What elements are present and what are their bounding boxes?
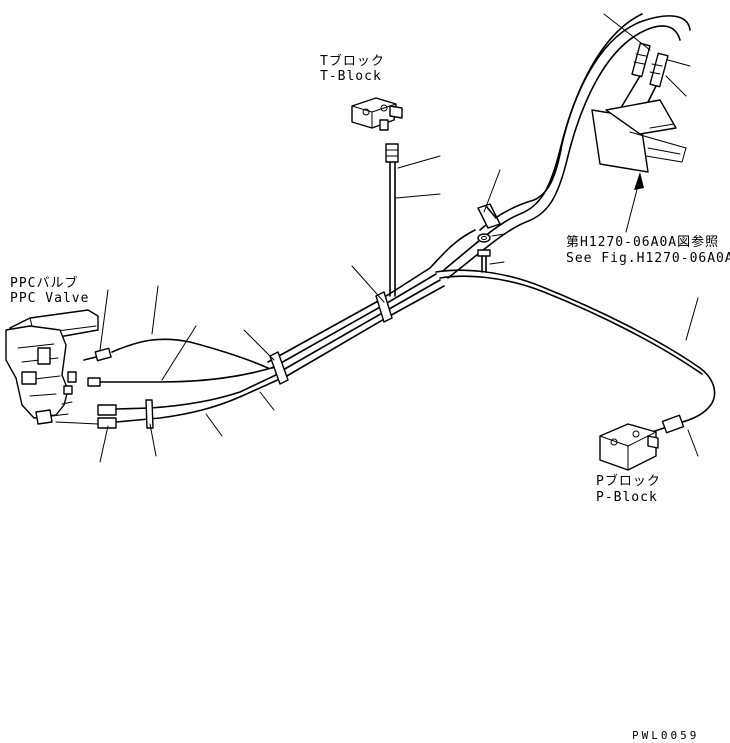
ppc-hoses — [55, 338, 283, 429]
fig-ref-label-en: See Fig.H1270-06A0A — [566, 251, 730, 266]
ppc-valve-label-jp: PPCバルブ — [10, 276, 79, 291]
t-block-label-jp: Tブロック — [320, 54, 385, 69]
p-block-label-en: P-Block — [596, 490, 658, 505]
ppc-valve-label-en: PPC Valve — [10, 291, 90, 306]
leader-lines — [99, 13, 699, 463]
p-block-line — [435, 269, 716, 437]
t-block-label-en: T-Block — [320, 69, 382, 84]
mounting-bracket — [591, 99, 687, 173]
t-block-pipe — [385, 143, 399, 297]
p-block — [599, 423, 659, 471]
drawing-code: PWL0059 — [632, 729, 700, 742]
ppc-valve — [5, 309, 99, 425]
washer-and-bolt — [477, 233, 491, 273]
fig-ref-label-jp: 第H1270-06A0A図参照 — [566, 235, 720, 250]
fig-ref-arrow — [625, 172, 644, 233]
main-line-bundle — [267, 229, 476, 385]
p-block-label-jp: Pブロック — [596, 474, 661, 489]
upper-right-hoses — [443, 13, 691, 279]
t-block — [351, 97, 403, 131]
